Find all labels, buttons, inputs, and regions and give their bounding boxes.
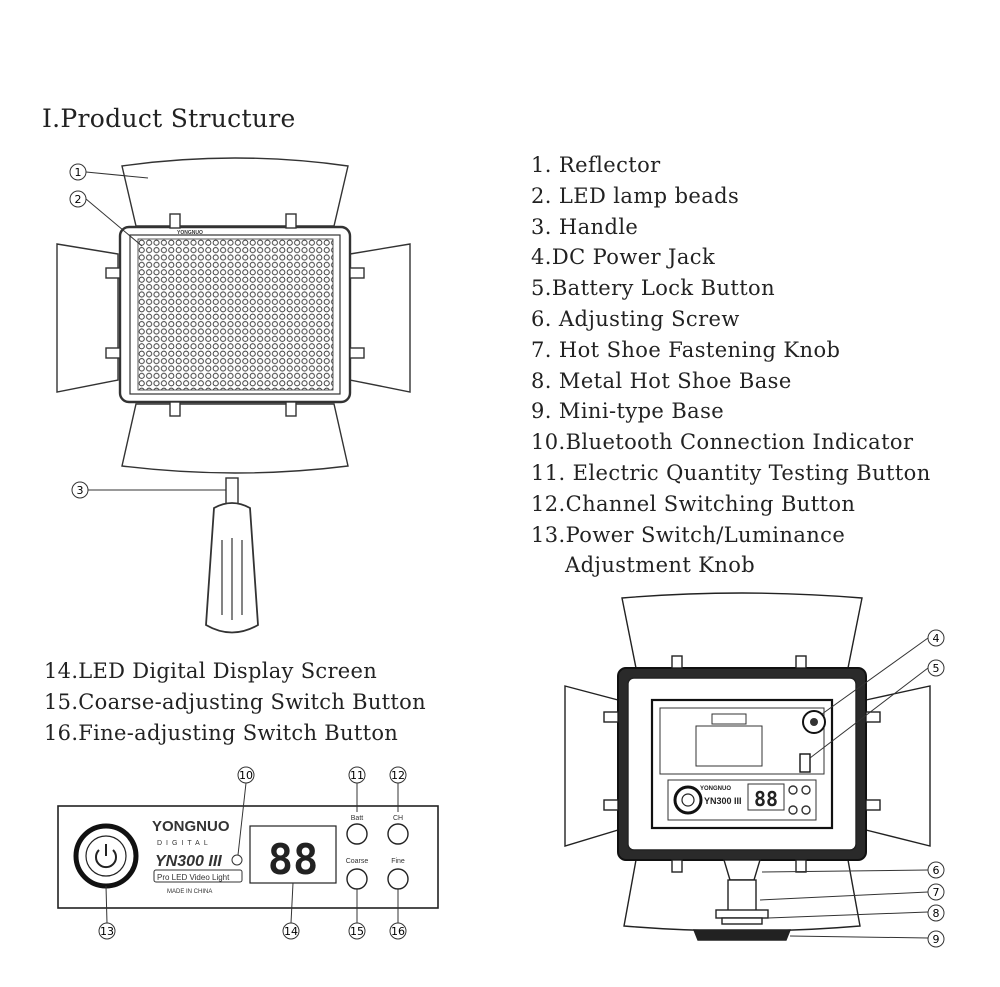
list-item: 4.DC Power Jack [531,245,716,270]
fine-label: Fine [391,858,405,865]
led-lamp-beads [137,238,334,391]
hot-shoe-knob [715,909,769,919]
reflector-left [56,243,119,393]
coarse-label: Coarse [346,858,369,865]
list-item: 11. Electric Quantity Testing Button [531,460,931,485]
metal-hot-shoe-base [721,917,763,925]
list-item: 13.Power Switch/Luminance [531,522,846,547]
list-item: 10.Bluetooth Connection Indicator [531,430,914,455]
back-reflector-left [564,685,619,847]
svg-text:10: 10 [239,769,253,782]
callout-7: 7 [927,883,945,901]
svg-text:1: 1 [75,166,82,179]
battery-lock-button [799,753,811,773]
list-item: 5.Battery Lock Button [531,276,776,301]
back-reflector-top [621,592,863,669]
svg-text:6: 6 [933,864,940,877]
panel-model: YN300 III [155,853,222,870]
callout-2: 2 [69,190,87,208]
back-brand: YONGNUO [700,786,731,792]
front-brand-label: YONGNUO [177,230,203,236]
svg-text:14: 14 [284,925,298,938]
back-view [564,592,931,941]
batt-label: Batt [351,815,364,822]
panel-brand-sub: DIGITAL [157,840,212,847]
callout-13: 13 [98,922,116,940]
callout-3: 3 [71,481,89,499]
power-icon [95,849,117,869]
back-display: 88 [754,787,778,811]
svg-text:11: 11 [350,769,364,782]
callout-9: 9 [927,930,945,948]
list-item: 14.LED Digital Display Screen [44,659,378,683]
svg-text:3: 3 [77,484,84,497]
fine-button[interactable] [387,868,409,890]
ch-button[interactable] [387,823,409,845]
led-display [249,825,337,884]
list-item: 1. Reflector [531,153,661,177]
callout-5: 5 [927,659,945,677]
back-model: YN300 III [704,796,742,806]
reflector-top [121,157,349,227]
callout-14: 14 [282,922,300,940]
batt-button[interactable] [346,823,368,845]
parts-list-2: 14.LED Digital Display Screen 15.Coarse-… [44,656,426,748]
list-item: 3. Handle [531,214,639,239]
svg-text:16: 16 [391,925,405,938]
svg-text:7: 7 [933,886,940,899]
list-item: 9. Mini-type Base [531,399,725,424]
front-view [56,157,411,634]
list-item: 7. Hot Shoe Fastening Knob [531,337,841,362]
coarse-button[interactable] [346,868,368,890]
parts-list: 1. Reflector 2. LED lamp beads 3. Handle… [531,150,931,581]
callout-8: 8 [927,904,945,922]
list-item: 16.Fine-adjusting Switch Button [44,720,399,745]
callout-4: 4 [927,629,945,647]
callout-6: 6 [927,861,945,879]
callout-11: 11 [348,766,366,784]
svg-text:5: 5 [933,662,940,675]
reflector-bottom [121,403,349,474]
list-item: 15.Coarse-adjusting Switch Button [44,689,426,714]
display-digits: 88 [268,835,319,884]
reflector-right [349,243,411,393]
ch-label: CH [393,815,403,822]
list-item: 12.Channel Switching Button [531,491,856,516]
list-item: 8. Metal Hot Shoe Base [531,368,792,393]
callout-10: 10 [237,766,255,784]
svg-text:8: 8 [933,907,940,920]
list-item: Adjustment Knob [565,553,756,578]
svg-text:12: 12 [391,769,405,782]
callout-15: 15 [348,922,366,940]
control-panel: YONGNUO DIGITAL YN300 III Pro LED Video … [57,805,439,909]
svg-text:9: 9 [933,933,940,946]
mini-type-base [692,929,792,941]
panel-made-in: MADE IN CHINA [167,889,212,895]
list-item: 2. LED lamp beads [531,183,740,208]
panel-subtitle: Pro LED Video Light [157,873,230,882]
callout-1: 1 [69,163,87,181]
svg-text:2: 2 [75,193,82,206]
panel-brand: YONGNUO [152,818,230,835]
callout-16: 16 [389,922,407,940]
back-reflector-right [865,685,931,847]
list-item: 6. Adjusting Screw [531,306,740,331]
svg-text:4: 4 [933,632,940,645]
svg-text:15: 15 [350,925,364,938]
svg-text:13: 13 [100,925,114,938]
callout-12: 12 [389,766,407,784]
section-title: I.Product Structure [42,104,296,133]
bluetooth-indicator [231,854,243,866]
